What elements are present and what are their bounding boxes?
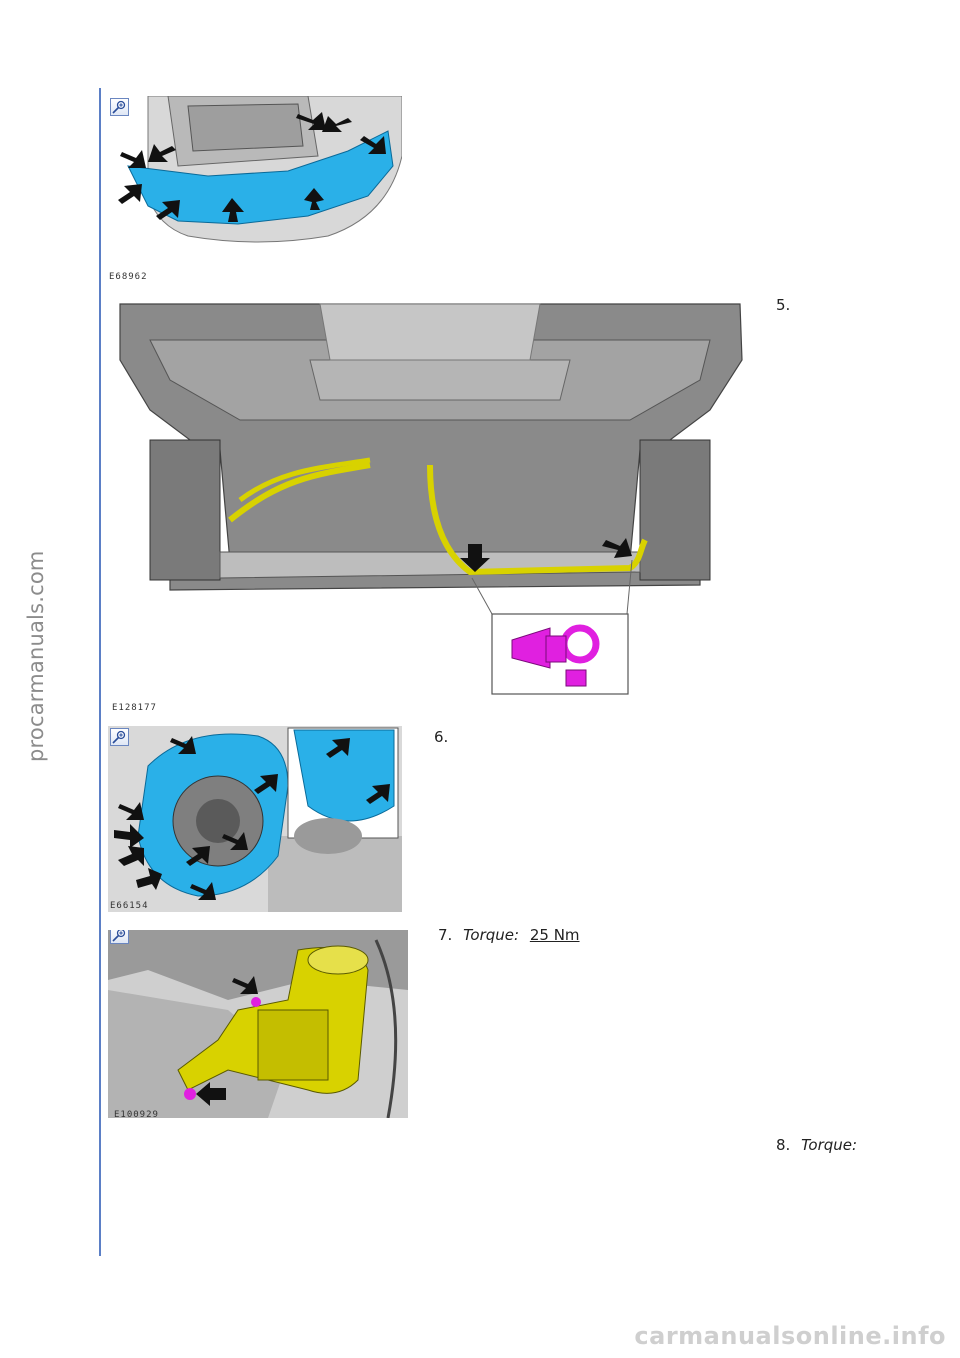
step-number: 8. <box>776 1136 791 1154</box>
arrow-icon <box>196 976 258 1106</box>
step-7: 7. Torque: 25 Nm <box>438 926 580 944</box>
step-number: 7. <box>438 926 453 944</box>
figure-e100929-drawing <box>108 930 408 1118</box>
step-6: 6. <box>434 728 454 746</box>
figure-e68962 <box>108 96 402 246</box>
torque-label: Torque: <box>801 1136 858 1154</box>
figure-label: E128177 <box>112 703 157 713</box>
zoom-icon[interactable] <box>110 728 129 746</box>
bottom-watermark: carmanualsonline.info <box>634 1322 946 1350</box>
figure-label: E68962 <box>109 272 148 282</box>
step-number: 6. <box>434 728 449 746</box>
zoom-icon[interactable] <box>110 930 129 944</box>
figure-e66154 <box>108 726 402 912</box>
side-watermark: procarmanuals.com <box>24 550 48 762</box>
zoom-icon[interactable] <box>110 98 129 116</box>
figure-e100929 <box>108 930 408 1118</box>
figure-e128177 <box>110 300 750 698</box>
figure-label: E66154 <box>110 901 149 911</box>
figure-label: E100929 <box>114 1110 159 1120</box>
figure-e68962-drawing <box>108 96 402 246</box>
figure-e66154-drawing <box>108 726 402 912</box>
figure-e128177-drawing <box>110 300 750 698</box>
arrow-icon <box>460 538 632 572</box>
margin-rule <box>99 88 101 1256</box>
arrow-icon <box>114 736 390 900</box>
step-8: 8. Torque: <box>776 1136 857 1154</box>
clip-detail <box>511 624 600 687</box>
step-number: 5. <box>776 296 791 314</box>
step-5: 5. <box>776 296 796 314</box>
torque-label: Torque: <box>463 926 520 944</box>
torque-value-link[interactable]: 25 Nm <box>529 926 580 944</box>
arrow-icon <box>118 112 386 222</box>
